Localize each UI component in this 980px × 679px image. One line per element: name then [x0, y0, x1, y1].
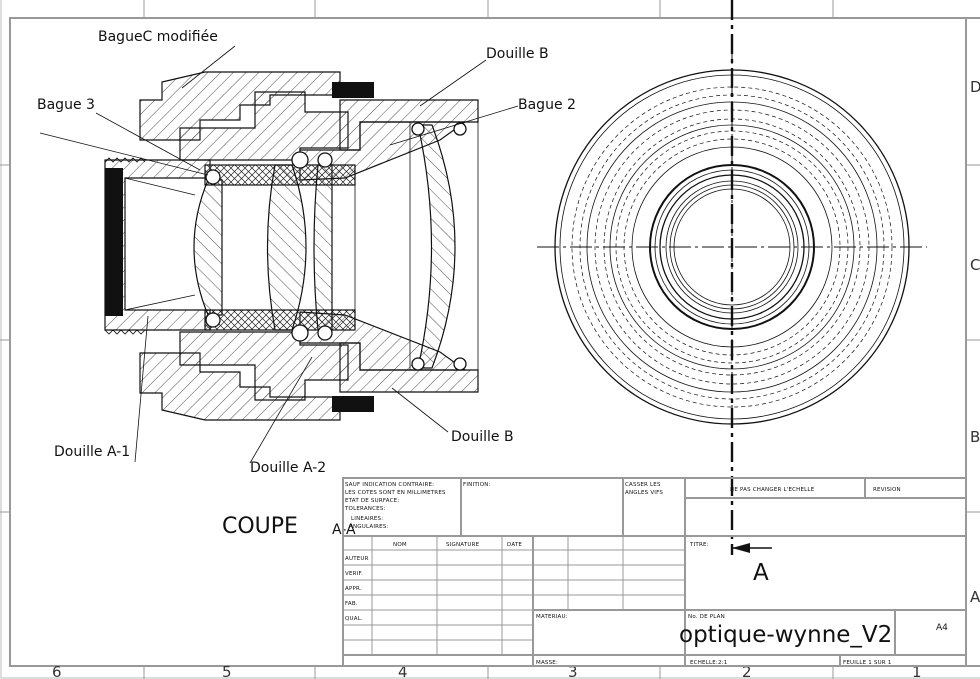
o-rings — [205, 122, 467, 371]
tb-row-fab: FAB. — [345, 601, 358, 607]
thread-bottom — [104, 329, 146, 335]
lens-3 — [313, 164, 333, 331]
tb-row-verif: VERIF. — [345, 571, 363, 577]
tb-edges-0: CASSER LES — [625, 482, 661, 488]
tb-row-author: AUTEUR — [345, 556, 369, 562]
tb-title-label: TITRE: — [689, 542, 709, 548]
thread-block-bottom — [332, 396, 374, 412]
tb-note-3: TOLERANCES: — [344, 506, 386, 512]
label-douille-a2: Douille A-2 — [250, 460, 326, 476]
zone-bottom-5: 5 — [222, 663, 232, 679]
tb-row-qual: QUAL. — [345, 616, 363, 622]
tb-scale: ECHELLE:2:1 — [690, 660, 727, 666]
tb-material: MATERIAU: — [536, 614, 568, 620]
thread-block-top — [332, 82, 374, 98]
zone-bottom-1: 1 — [912, 663, 922, 679]
thread-top — [104, 157, 146, 163]
zone-labels: 6 5 4 3 2 1 D C B A — [52, 78, 980, 679]
zone-right-c: C — [970, 256, 980, 274]
lens-1 — [193, 179, 223, 316]
label-bague-2: Bague 2 — [518, 97, 576, 113]
leader-lines — [39, 45, 519, 464]
tb-format: A4 — [936, 623, 948, 633]
zone-right-a: A — [970, 588, 980, 606]
tb-mass: MASSE: — [536, 660, 558, 666]
tb-no-scale: NE PAS CHANGER L'ECHELLE — [730, 487, 815, 493]
tb-drawing-name: optique-wynne_V2 — [679, 622, 892, 648]
label-douille-b-top: Douille B — [486, 46, 549, 62]
tb-row-appr: APPR. — [345, 586, 362, 592]
tb-sheet: FEUILLE 1 SUR 1 — [843, 660, 891, 666]
tb-note-2: ETAT DE SURFACE: — [345, 498, 399, 504]
tb-drawing-no-label: No. DE PLAN — [688, 614, 725, 620]
label-douille-a1: Douille A-1 — [54, 444, 130, 460]
title-block: SAUF INDICATION CONTRAIRE: LES COTES SON… — [342, 477, 967, 667]
lens-4 — [417, 124, 456, 369]
section-outlines — [124, 100, 479, 392]
tb-col-name: NOM — [393, 542, 407, 548]
tb-note-1: LES COTES SONT EN MILLIMETRES — [345, 490, 446, 496]
tb-note-0: SAUF INDICATION CONTRAIRE: — [345, 482, 434, 488]
section-view — [39, 45, 519, 464]
zone-bottom-6: 6 — [52, 663, 62, 679]
section-arrow-letter: A — [753, 560, 769, 586]
lens-2 — [266, 164, 307, 331]
zone-bottom-3: 3 — [568, 663, 578, 679]
zone-bottom-4: 4 — [398, 663, 408, 679]
zone-right-b: B — [970, 428, 980, 446]
front-retainer-solid — [105, 168, 123, 316]
tb-edges-1: ANGLES VIFS — [625, 490, 663, 496]
label-bague-3: Bague 3 — [37, 97, 95, 113]
section-title-id: A-A — [332, 522, 356, 538]
label-bague-c: BagueC modifiée — [98, 29, 218, 45]
tb-note-4: LINEAIRES: — [351, 516, 383, 522]
tb-finish: FINITION: — [463, 482, 491, 488]
callout-labels: BagueC modifiée Bague 3 Douille B Bague … — [37, 29, 576, 476]
tb-revision: REVISION — [873, 487, 901, 493]
section-cut-line: A — [730, 0, 772, 586]
tb-col-date: DATE — [507, 542, 522, 548]
tb-note-5: ANGULAIRES: — [349, 524, 389, 530]
section-title: COUPE A-A — [222, 514, 356, 539]
zone-right-d: D — [970, 78, 980, 96]
label-douille-b-bottom: Douille B — [451, 429, 514, 445]
zone-bottom-2: 2 — [742, 663, 752, 679]
tb-col-signature: SIGNATURE — [446, 542, 480, 548]
section-title-text: COUPE — [222, 514, 298, 539]
